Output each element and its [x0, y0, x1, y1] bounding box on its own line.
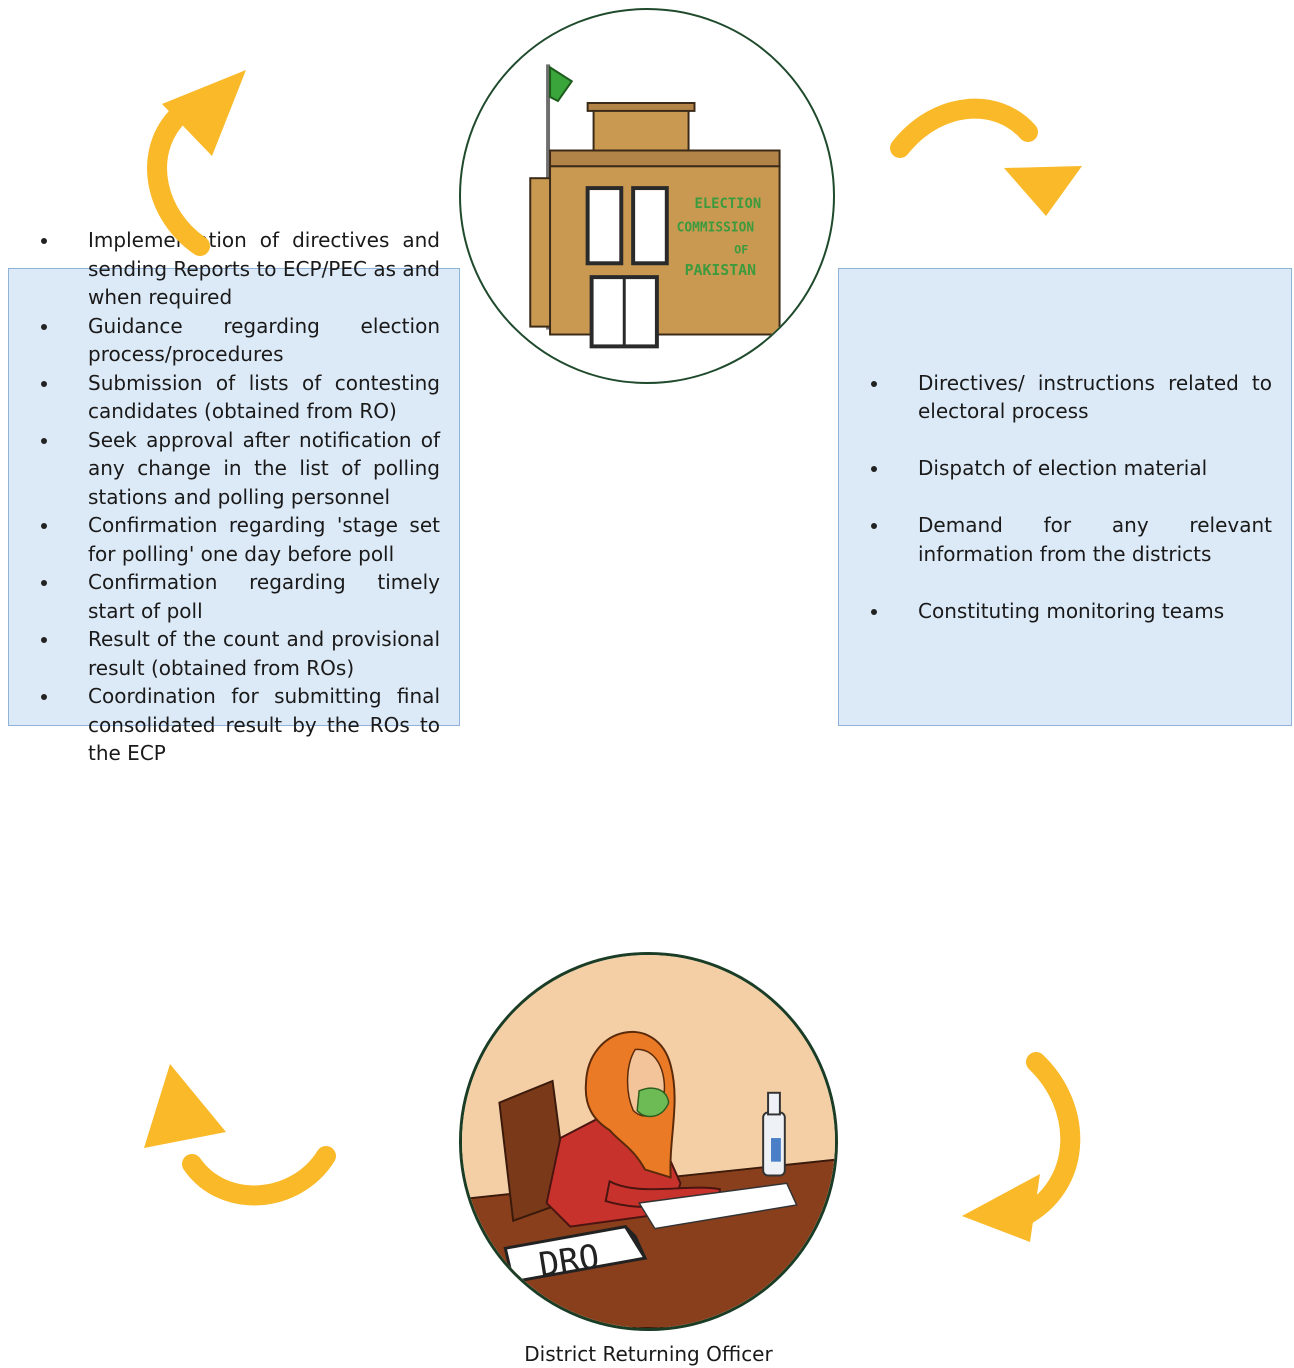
arrow-bottom-left-icon: [140, 1060, 336, 1212]
list-item: Submission of lists of contesting candid…: [39, 369, 440, 426]
sign-line: OF: [734, 242, 748, 256]
right-panel: Directives/ instructions related to elec…: [838, 268, 1292, 726]
list-item: Implementation of directives and sending…: [39, 226, 440, 312]
list-item: Confirmation regarding timely start of p…: [39, 568, 440, 625]
list-item: Directives/ instructions related to elec…: [869, 369, 1272, 426]
arrow-bottom-right-icon: [956, 1052, 1086, 1244]
list-item: Coordination for submitting final consol…: [39, 682, 440, 768]
arrow-top-right-icon: [890, 88, 1086, 218]
nameplate-text: DRO: [536, 1237, 602, 1285]
right-bullet-list: Directives/ instructions related to elec…: [869, 369, 1272, 626]
list-item: Seek approval after notification of any …: [39, 426, 440, 512]
dro-illustration: DRO: [459, 952, 838, 1331]
dro-officer-icon: DRO: [462, 955, 835, 1328]
list-item: Dispatch of election material: [869, 454, 1272, 483]
building-sign: ELECTION COMMISSION OF PAKISTAN: [677, 196, 761, 279]
sign-line: ELECTION: [694, 196, 761, 212]
list-item: Result of the count and provisional resu…: [39, 625, 440, 682]
list-item: Confirmation regarding 'stage set for po…: [39, 511, 440, 568]
left-panel: Implementation of directives and sending…: [8, 228, 460, 765]
list-item: Guidance regarding election process/proc…: [39, 312, 440, 369]
ecp-building-illustration: ELECTION COMMISSION OF PAKISTAN: [459, 8, 835, 384]
dro-caption: District Returning Officer: [524, 1342, 773, 1366]
list-item: Constituting monitoring teams: [869, 597, 1272, 626]
left-bullet-list: Implementation of directives and sending…: [39, 226, 440, 768]
ecp-building-icon: ELECTION COMMISSION OF PAKISTAN: [529, 64, 781, 349]
list-item: Demand for any relevant information from…: [869, 511, 1272, 568]
sign-line: PAKISTAN: [685, 262, 756, 279]
arrow-top-left-icon: [138, 64, 288, 256]
sign-line: COMMISSION: [677, 221, 754, 236]
